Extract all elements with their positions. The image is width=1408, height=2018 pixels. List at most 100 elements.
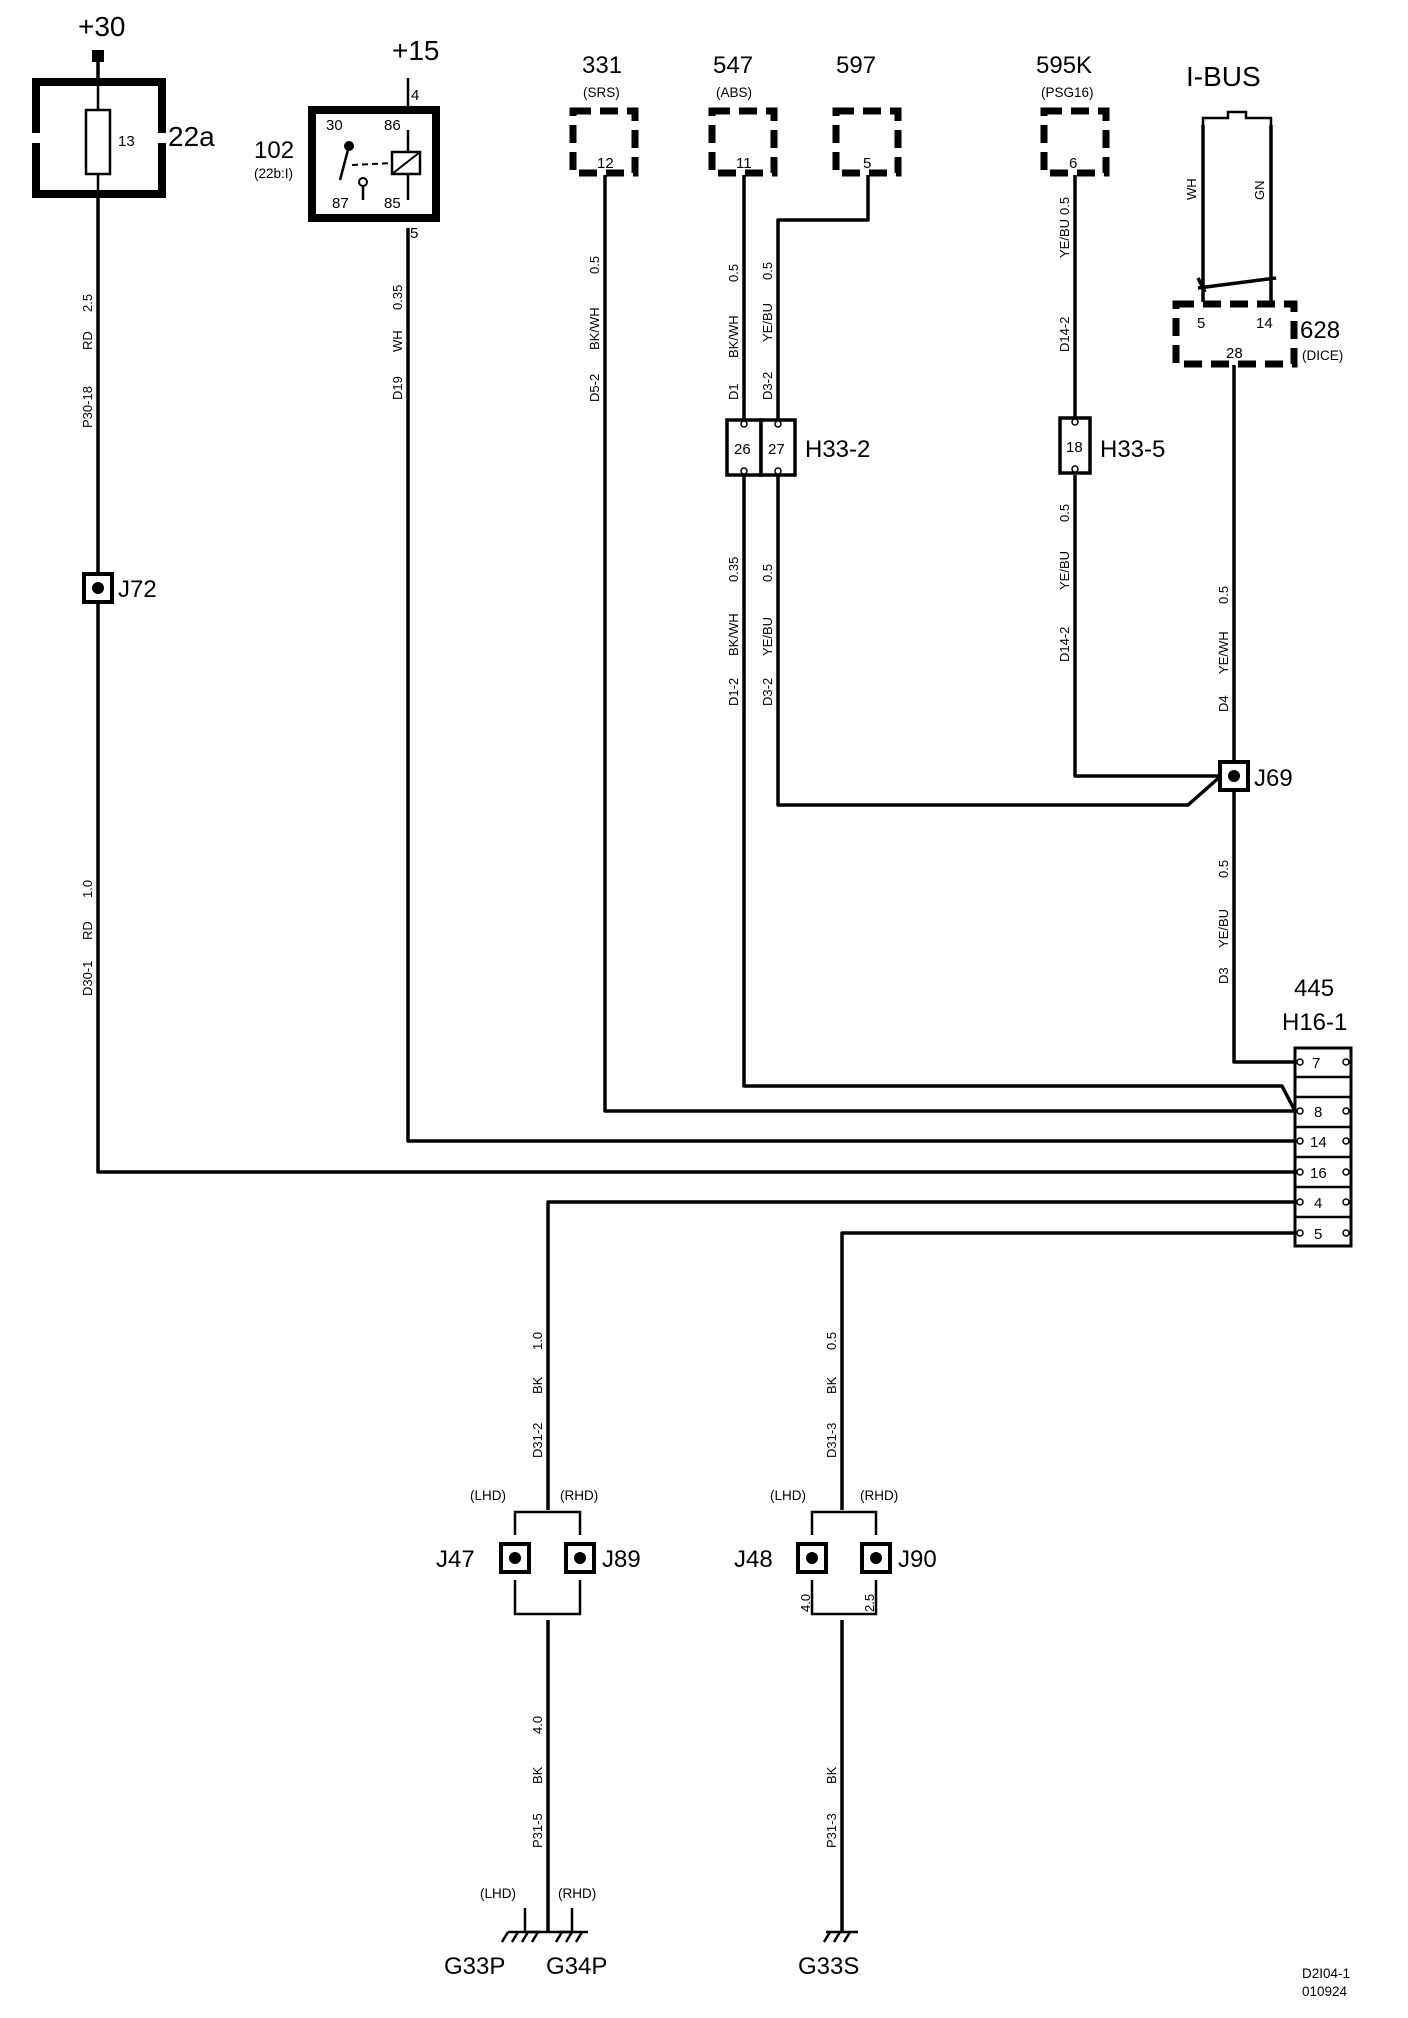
wire-label-w12-color: YE/BU bbox=[1216, 909, 1231, 948]
ground-g33s-label: G33S bbox=[798, 1953, 859, 1980]
wire-label-w14-color: BK bbox=[824, 1376, 839, 1394]
wire-label-w2-color: RD bbox=[80, 921, 95, 940]
unit-547-sub: (ABS) bbox=[716, 85, 752, 100]
wire-label-w6-color: YE/BU bbox=[760, 303, 775, 342]
ibus-wire-gn-label: GN bbox=[1252, 181, 1267, 201]
wire-label-w8-code: D3-2 bbox=[760, 678, 775, 706]
unit-331: 331 (SRS) 12 bbox=[569, 52, 639, 177]
splice-j89-label: J89 bbox=[602, 1546, 641, 1573]
wire-label-w4-color: BK/WH bbox=[587, 307, 602, 350]
wire-d19 bbox=[406, 228, 1295, 1143]
unit-597-pin: 5 bbox=[863, 155, 871, 172]
h16-1-pin-8: 8 bbox=[1314, 1104, 1322, 1121]
relay-pin-5: 5 bbox=[410, 225, 418, 242]
splice-j48: J48 bbox=[734, 1542, 828, 1574]
splice-j90-label: J90 bbox=[898, 1546, 937, 1573]
wire-label-w14-code: D31-3 bbox=[824, 1423, 839, 1458]
splice-j69: J69 bbox=[1218, 760, 1293, 792]
serial-line-1: D2I04-1 bbox=[1302, 1966, 1350, 1981]
wire-label-w1-color: RD bbox=[80, 331, 95, 350]
splice-j47: J47 bbox=[436, 1542, 531, 1574]
wire-d3-2-upper bbox=[776, 175, 870, 420]
h16-1-pin-5: 5 bbox=[1314, 1226, 1322, 1243]
relay-pin-30: 30 bbox=[326, 117, 343, 134]
relay-pin-85: 85 bbox=[384, 195, 401, 212]
wire-label-w1-code: P30-18 bbox=[80, 386, 95, 428]
ibus-twist-2 bbox=[1196, 277, 1207, 293]
wire-d1-2 bbox=[742, 475, 1297, 1112]
wire-label-w10-size: 0.5 bbox=[1057, 504, 1072, 522]
wire-label-w12-code: D3 bbox=[1216, 967, 1231, 984]
h33-5-name: H33-5 bbox=[1100, 436, 1165, 463]
ground-g33p: G33P bbox=[444, 1908, 548, 1980]
unit-597: 597 5 bbox=[832, 52, 902, 177]
fuse-id: 22a bbox=[168, 121, 215, 152]
wire-label-w13-code: D31-2 bbox=[530, 1423, 545, 1458]
wire-d31-3 bbox=[840, 1231, 1295, 1510]
h16-1-pin-16: 16 bbox=[1310, 1165, 1327, 1182]
dice-num: 628 bbox=[1300, 317, 1340, 344]
h33-5-pin-18: 18 bbox=[1066, 439, 1083, 456]
wire-label-w2-size: 1.0 bbox=[80, 880, 95, 898]
wire-label-w15-size: 4.0 bbox=[530, 1716, 545, 1734]
wire-label-w9-size: 0.5 bbox=[1057, 197, 1072, 215]
wire-label-w11-code: D4 bbox=[1216, 695, 1231, 712]
wire-label-w6-code: D3-2 bbox=[760, 372, 775, 400]
splice-j69-label: J69 bbox=[1254, 765, 1293, 792]
wire-label-w11-size: 0.5 bbox=[1216, 586, 1231, 604]
splice-j48-label: J48 bbox=[734, 1546, 773, 1573]
ibus-bracket bbox=[1201, 110, 1273, 125]
ground-g34p: G34P bbox=[546, 1908, 607, 1980]
hand-lhd-3: (LHD) bbox=[480, 1886, 516, 1901]
wire-label-w12-size: 0.5 bbox=[1216, 860, 1231, 878]
wire-label-w2-code: D30-1 bbox=[80, 961, 95, 996]
ground-g34p-label: G34P bbox=[546, 1953, 607, 1980]
hand-lhd-2: (LHD) bbox=[770, 1488, 806, 1503]
wire-label-w3-code: D19 bbox=[390, 376, 405, 400]
wires bbox=[96, 110, 1297, 1932]
wire-label-w15-code: P31-5 bbox=[530, 1813, 545, 1848]
unit-547: 547 (ABS) 11 bbox=[708, 52, 778, 177]
wire-label-w16-color: BK bbox=[824, 1766, 839, 1784]
h16-1-pin-7: 7 bbox=[1312, 1055, 1320, 1072]
connector-h16-1: 445 H16-1 7 8 14 16 4 5 bbox=[1282, 975, 1353, 1248]
wire-label-w7-size: 0.35 bbox=[726, 557, 741, 582]
wire-label-w13-size: 1.0 bbox=[530, 1332, 545, 1350]
dice-sub: (DICE) bbox=[1302, 348, 1343, 363]
ibus-twist bbox=[1197, 276, 1277, 290]
hand-rhd-3: (RHD) bbox=[558, 1886, 596, 1901]
splice-j90: J90 bbox=[860, 1542, 937, 1574]
dice-pin-28: 28 bbox=[1226, 345, 1243, 362]
wire-labels: P30-18 RD 2.5 D30-1 RD 1.0 D19 WH 0.35 D… bbox=[80, 197, 1231, 1848]
wire-label-w1-size: 2.5 bbox=[80, 294, 95, 312]
hand-lhd-1: (LHD) bbox=[470, 1488, 506, 1503]
wire-d14-2-lower bbox=[1073, 475, 1220, 778]
splice-branch-j48-j90 bbox=[810, 1510, 878, 1535]
wire-label-w10-code: D14-2 bbox=[1057, 627, 1072, 662]
unit-331-sub: (SRS) bbox=[583, 85, 620, 100]
relay-pin-4: 4 bbox=[411, 87, 419, 104]
ground-g33p-label: G33P bbox=[444, 1953, 505, 1980]
relay-id: 102 bbox=[254, 137, 294, 164]
wire-label-w5-code: D1 bbox=[726, 383, 741, 400]
supply-30-label: +30 bbox=[78, 11, 126, 42]
wire-label-w13-color: BK bbox=[530, 1376, 545, 1394]
h16-1-pin-14: 14 bbox=[1310, 1134, 1327, 1151]
splice-j72: J72 bbox=[82, 572, 157, 604]
wire-label-w15-color: BK bbox=[530, 1766, 545, 1784]
wire-label-w9-code: D14-2 bbox=[1057, 317, 1072, 352]
wire-label-w8-color: YE/BU bbox=[760, 617, 775, 656]
dice-pin-5: 5 bbox=[1197, 315, 1205, 332]
wire-label-w3-color: WH bbox=[390, 330, 405, 352]
hand-rhd-1: (RHD) bbox=[560, 1488, 598, 1503]
wire-label-w6-size: 0.5 bbox=[760, 262, 775, 280]
ibus-wire-wh-label: WH bbox=[1184, 178, 1199, 200]
splice-branch-j47-j89 bbox=[513, 1510, 582, 1535]
wire-label-w17-size: 4.0 bbox=[798, 1594, 813, 1612]
wire-label-w14-size: 0.5 bbox=[824, 1332, 839, 1350]
relay-pin-87: 87 bbox=[332, 195, 349, 212]
wire-label-w7-color: BK/WH bbox=[726, 613, 741, 656]
ibus-label: I-BUS bbox=[1186, 61, 1261, 92]
wire-label-w8-size: 0.5 bbox=[760, 564, 775, 582]
dice-628: 5 14 28 628 (DICE) bbox=[1172, 300, 1343, 368]
